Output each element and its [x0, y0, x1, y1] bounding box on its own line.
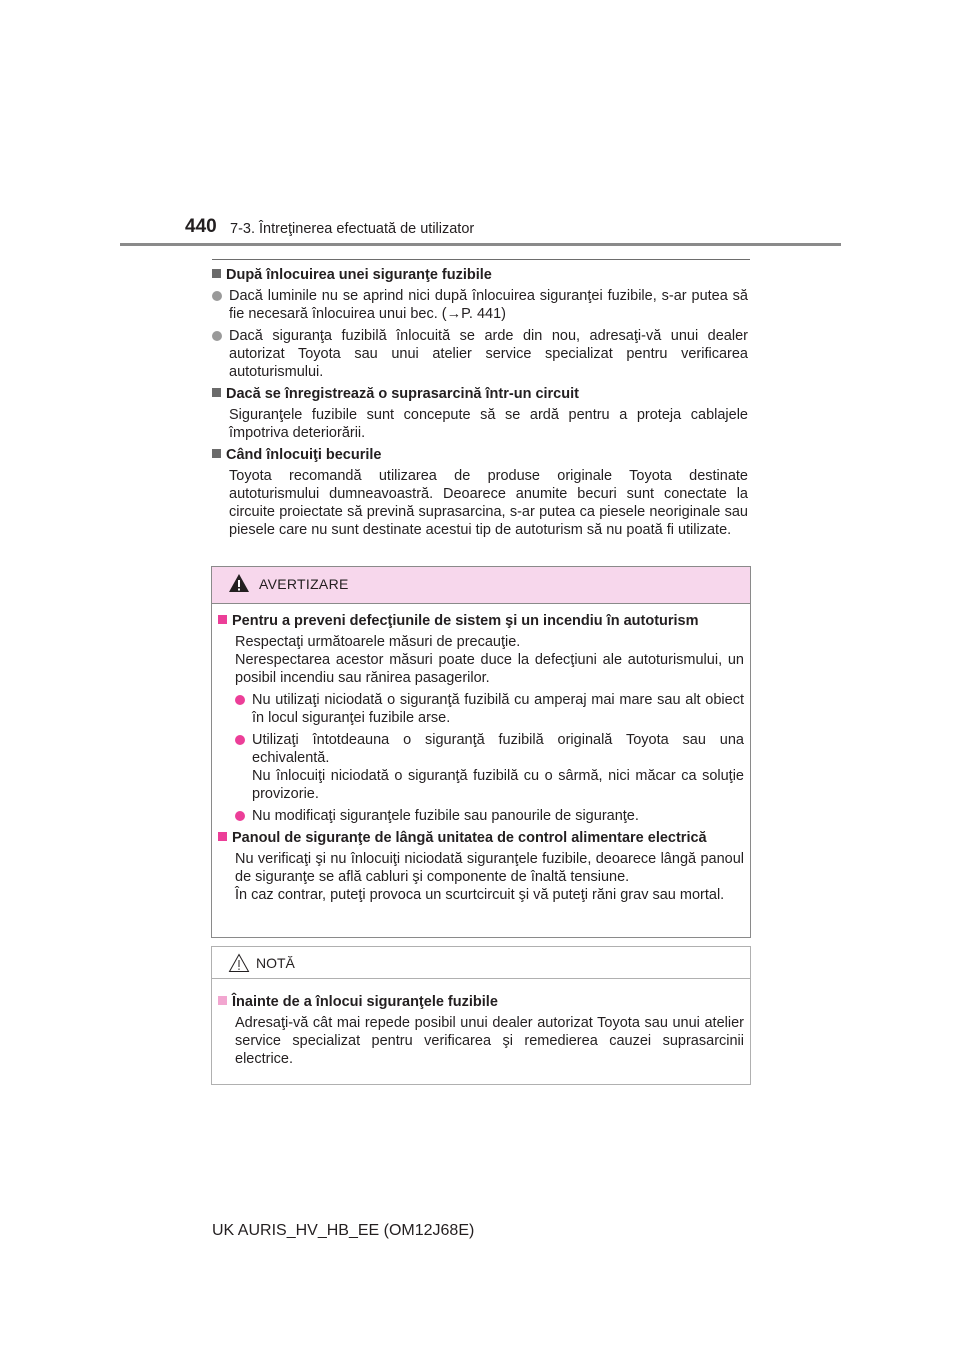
caution-triangle-icon	[228, 953, 250, 972]
circle-bullet-icon	[235, 811, 245, 821]
circle-bullet-icon	[212, 291, 222, 301]
list-item: Dacă luminile nu se aprind nici după înl…	[212, 287, 748, 323]
warning-section-heading: Panoul de siguranţe de lângă unitatea de…	[218, 829, 744, 847]
section-title: 7-3. Întreţinerea efectuată de utilizato…	[230, 221, 475, 237]
paragraph: Nu verificaţi şi nu înlocuiţi niciodată …	[235, 851, 744, 903]
circle-bullet-icon	[235, 735, 245, 745]
square-bullet-icon	[218, 615, 227, 624]
warning-triangle-icon	[229, 574, 249, 592]
list-item: Nu modificaţi siguranţele fuzibile sau p…	[235, 807, 744, 825]
list-item: Utilizaţi întotdeauna o siguranţă fuzibi…	[235, 731, 744, 803]
paragraph: Adresaţi-vă cât mai repede posibil unui …	[235, 1015, 744, 1067]
warning-section-heading: Pentru a preveni defecţiunile de sistem …	[218, 612, 744, 630]
note-body: Înainte de a înlocui siguranţele fuzibil…	[212, 979, 750, 1068]
list-item: Nu utilizaţi niciodată o siguranţă fuzib…	[235, 691, 744, 727]
warning-body: Pentru a preveni defecţiunile de sistem …	[212, 604, 750, 904]
paragraph: Toyota recomandă utilizarea de produse o…	[229, 468, 748, 538]
square-bullet-icon	[212, 269, 221, 278]
paragraph: Respectaţi următoarele măsuri de precauţ…	[235, 634, 744, 686]
square-bullet-icon	[218, 996, 227, 1005]
circle-bullet-icon	[212, 331, 222, 341]
header-divider	[120, 243, 841, 246]
main-content: După înlocuirea unei siguranţe fuzibile …	[212, 266, 748, 543]
note-box: NOTĂ Înainte de a înlocui siguranţele fu…	[211, 946, 751, 1085]
square-bullet-icon	[212, 449, 221, 458]
content-divider	[212, 259, 750, 260]
warning-box: AVERTIZARE Pentru a preveni defecţiunile…	[211, 566, 751, 938]
square-bullet-icon	[218, 832, 227, 841]
page-number: 440	[185, 216, 217, 237]
paragraph: Siguranţele fuzibile sunt concepute să s…	[229, 407, 748, 441]
warning-header: AVERTIZARE	[212, 567, 750, 604]
note-section-heading: Înainte de a înlocui siguranţele fuzibil…	[218, 993, 744, 1011]
note-label: NOTĂ	[256, 955, 295, 971]
section-heading: Când înlocuiţi becurile	[212, 446, 748, 464]
section-heading: Dacă se înregistrează o suprasarcină înt…	[212, 385, 748, 403]
list-item: Dacă siguranţa fuzibilă înlocuită se ard…	[212, 327, 748, 381]
section-heading: După înlocuirea unei siguranţe fuzibile	[212, 266, 748, 284]
model-code-footer: UK AURIS_HV_HB_EE (OM12J68E)	[212, 1222, 475, 1239]
circle-bullet-icon	[235, 695, 245, 705]
square-bullet-icon	[212, 388, 221, 397]
warning-label: AVERTIZARE	[259, 576, 349, 592]
note-header: NOTĂ	[212, 947, 750, 979]
